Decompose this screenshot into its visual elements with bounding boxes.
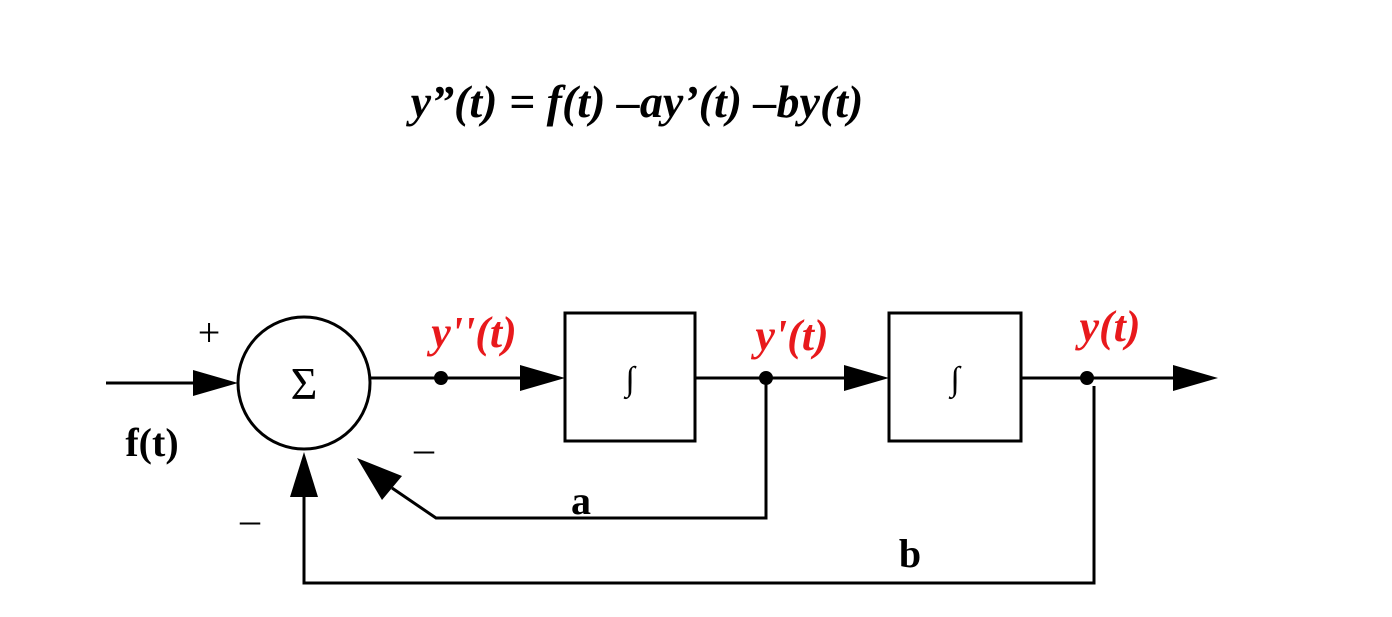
forward-arrowhead-2 bbox=[844, 365, 889, 391]
node-y-double-prime bbox=[434, 371, 448, 385]
signal-y-prime: y'(t) bbox=[750, 311, 828, 360]
feedback-path-a bbox=[391, 378, 768, 520]
signal-y-double-prime: y''(t) bbox=[426, 308, 517, 357]
integrator-block-2 bbox=[887, 311, 1023, 443]
integral-icon-2: ∫ bbox=[948, 361, 962, 400]
node-y bbox=[1080, 371, 1094, 385]
input-label: f(t) bbox=[125, 420, 178, 465]
forward-arrowhead-1 bbox=[520, 365, 565, 391]
integrator-block-1 bbox=[563, 311, 697, 443]
feedback-arrowhead-a bbox=[357, 458, 402, 500]
minus-sign-b: – bbox=[239, 497, 261, 542]
equation-text: y”(t) = f(t) –ay’(t) –by(t) bbox=[406, 76, 864, 127]
plus-sign: + bbox=[198, 310, 221, 355]
integral-icon-1: ∫ bbox=[623, 361, 637, 400]
minus-sign-a: – bbox=[413, 426, 435, 471]
output-arrowhead bbox=[1173, 365, 1218, 391]
feedback-label-b: b bbox=[899, 531, 921, 576]
feedback-arrowhead-b bbox=[290, 452, 318, 497]
summing-symbol: Σ bbox=[291, 358, 318, 409]
signal-y: y(t) bbox=[1074, 302, 1140, 351]
summing-junction bbox=[236, 315, 372, 451]
feedback-label-a: a bbox=[571, 478, 591, 523]
input-arrowhead bbox=[193, 370, 238, 396]
feedback-path-b bbox=[302, 386, 1096, 585]
